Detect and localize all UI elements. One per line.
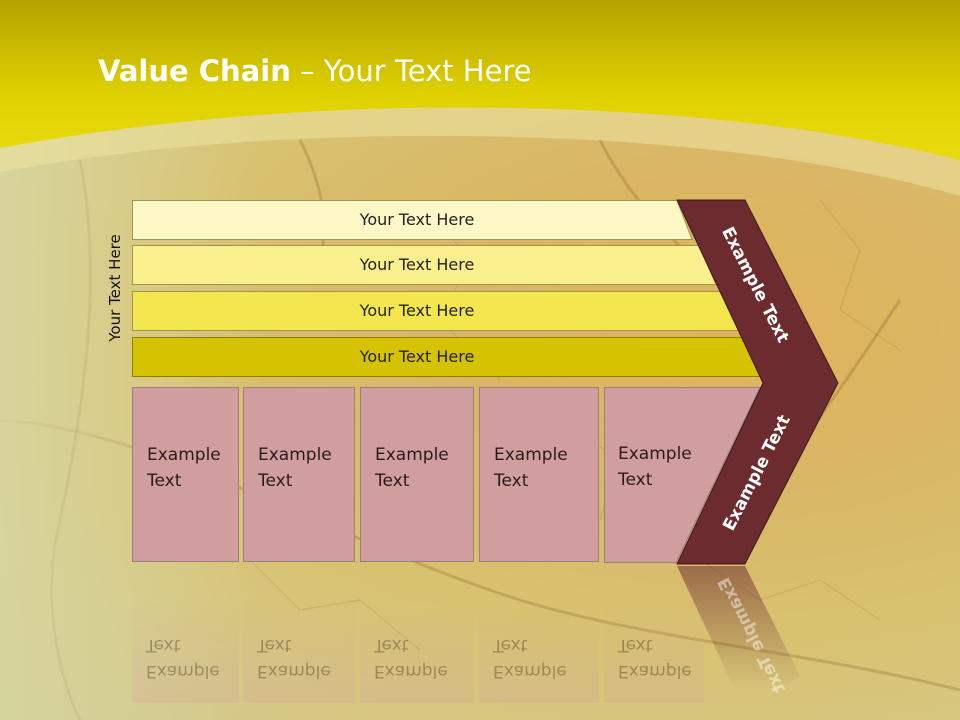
support-row-3: Your Text Here bbox=[132, 291, 747, 331]
row-label: Your Text Here bbox=[359, 347, 475, 366]
title-bold: Value Chain bbox=[98, 54, 291, 88]
support-row-2: Your Text Here bbox=[132, 245, 722, 285]
slide-title: Value Chain – Your Text Here bbox=[98, 54, 532, 88]
row-label: Your Text Here bbox=[359, 255, 475, 274]
row-label: Your Text Here bbox=[359, 301, 475, 320]
header-band bbox=[0, 0, 960, 196]
support-row-4: Your Text Here bbox=[132, 337, 772, 377]
title-rest: – Your Text Here bbox=[290, 54, 532, 88]
support-row-1: Your Text Here bbox=[132, 200, 702, 240]
row-label: Your Text Here bbox=[359, 210, 475, 229]
